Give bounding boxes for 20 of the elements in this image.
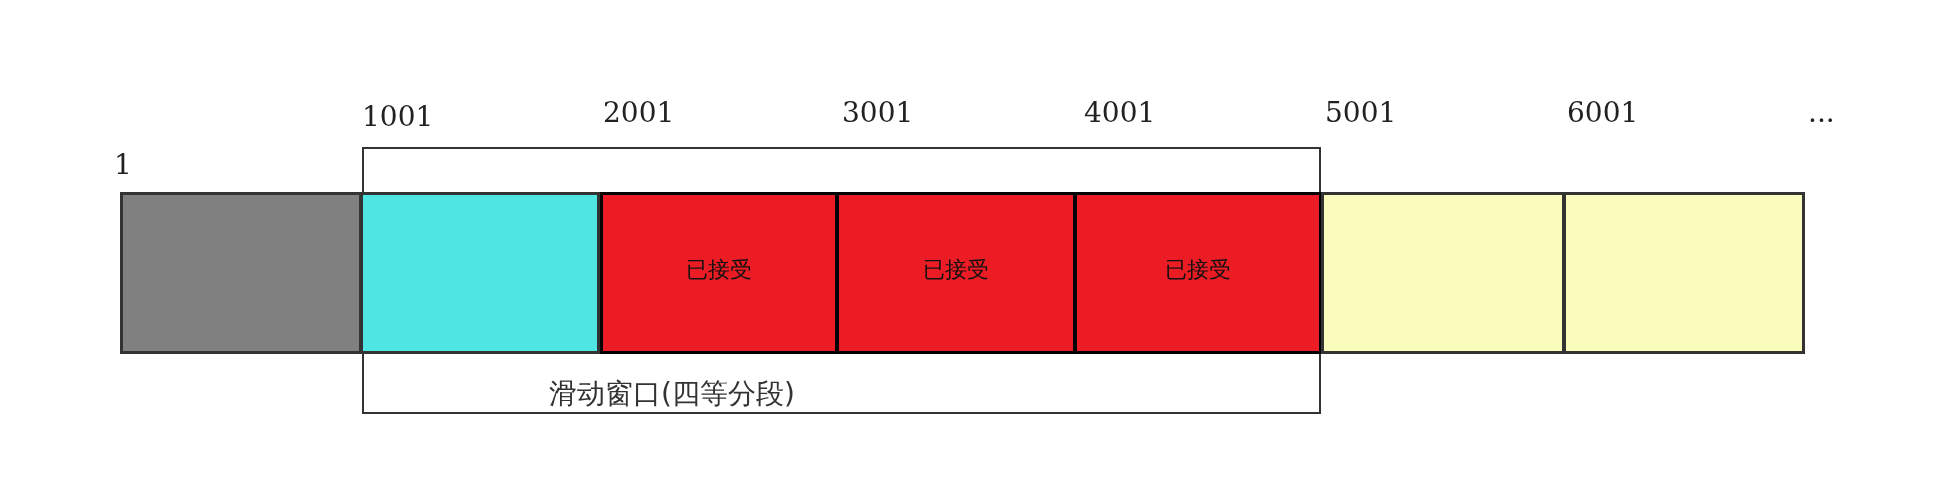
segment-block	[360, 192, 600, 354]
segment-label: 已接受	[685, 256, 753, 284]
segment-block	[1321, 192, 1565, 354]
segment-label: 已接受	[922, 256, 990, 284]
offset-number: 3001	[842, 96, 914, 129]
offset-number: 2001	[603, 96, 675, 129]
window-label: 滑动窗口(四等分段)	[549, 376, 795, 412]
offset-number: ...	[1808, 96, 1835, 129]
offset-number: 5001	[1325, 96, 1397, 129]
segment-block	[120, 192, 362, 354]
window-bracket	[362, 147, 1321, 414]
segment-block	[1074, 192, 1322, 354]
segment-block	[600, 192, 838, 354]
segment-block	[836, 192, 1076, 354]
offset-number: 6001	[1567, 96, 1639, 129]
offset-number: 4001	[1084, 96, 1156, 129]
segment-block	[1563, 192, 1805, 354]
segment-label: 已接受	[1164, 256, 1232, 284]
offset-number: 1	[114, 148, 132, 181]
offset-number: 1001	[362, 100, 434, 133]
